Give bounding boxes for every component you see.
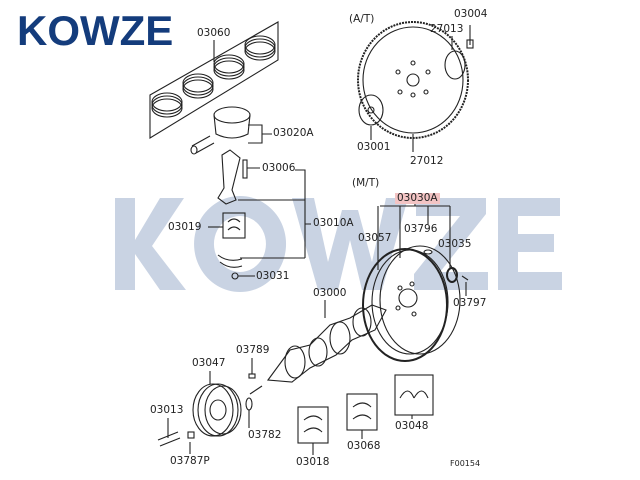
part-label-03006: 03006	[262, 162, 296, 174]
part-label-03010a: 03010A	[313, 217, 354, 229]
watermark-letter-k	[115, 198, 186, 290]
part-label-03068: 03068	[347, 440, 381, 452]
watermark-letter-e	[498, 198, 562, 290]
at-tag: (A/T)	[349, 13, 375, 25]
part-label-27013: 27013	[430, 23, 464, 35]
part-label-03000: 03000	[313, 287, 347, 299]
part-label-03018: 03018	[296, 456, 330, 468]
connecting-rod-drawing	[208, 149, 311, 280]
bearings-drawing	[297, 374, 434, 455]
watermark-letter-o	[194, 196, 287, 292]
figure-code: F00154	[450, 459, 481, 468]
part-label-03060: 03060	[197, 27, 231, 39]
part-label-03789: 03789	[236, 344, 270, 356]
part-label-03048: 03048	[395, 420, 429, 432]
part-label-03047: 03047	[192, 357, 226, 369]
part-label-03001: 03001	[357, 141, 391, 153]
watermark-letter-w	[292, 198, 408, 290]
crankshaft-drawing	[245, 300, 387, 428]
part-label-03004: 03004	[454, 8, 488, 20]
part-label-03782: 03782	[248, 429, 282, 441]
mt-tag: (M/T)	[352, 177, 380, 189]
part-label-03796: 03796	[404, 223, 438, 235]
brand-logo: KOWZE	[17, 7, 174, 54]
piston-rings-drawing	[149, 21, 279, 139]
part-label-03019: 03019	[168, 221, 202, 233]
part-label-03035: 03035	[438, 238, 472, 250]
pulley-drawing	[157, 371, 242, 454]
flywheel-drawing	[362, 204, 469, 362]
part-label-03030a-highlighted: 03030A	[395, 192, 440, 204]
part-label-03787p: 03787P	[170, 455, 210, 467]
part-label-03797: 03797	[453, 297, 487, 309]
drive-plate-drawing	[357, 21, 474, 152]
part-label-03020a: 03020A	[273, 127, 314, 139]
watermark-letter-z	[414, 198, 488, 290]
part-label-03031: 03031	[256, 270, 290, 282]
part-label-03057: 03057	[358, 232, 392, 244]
part-label-03013: 03013	[150, 404, 184, 416]
piston-drawing	[190, 106, 272, 155]
part-label-27012: 27012	[410, 155, 444, 167]
